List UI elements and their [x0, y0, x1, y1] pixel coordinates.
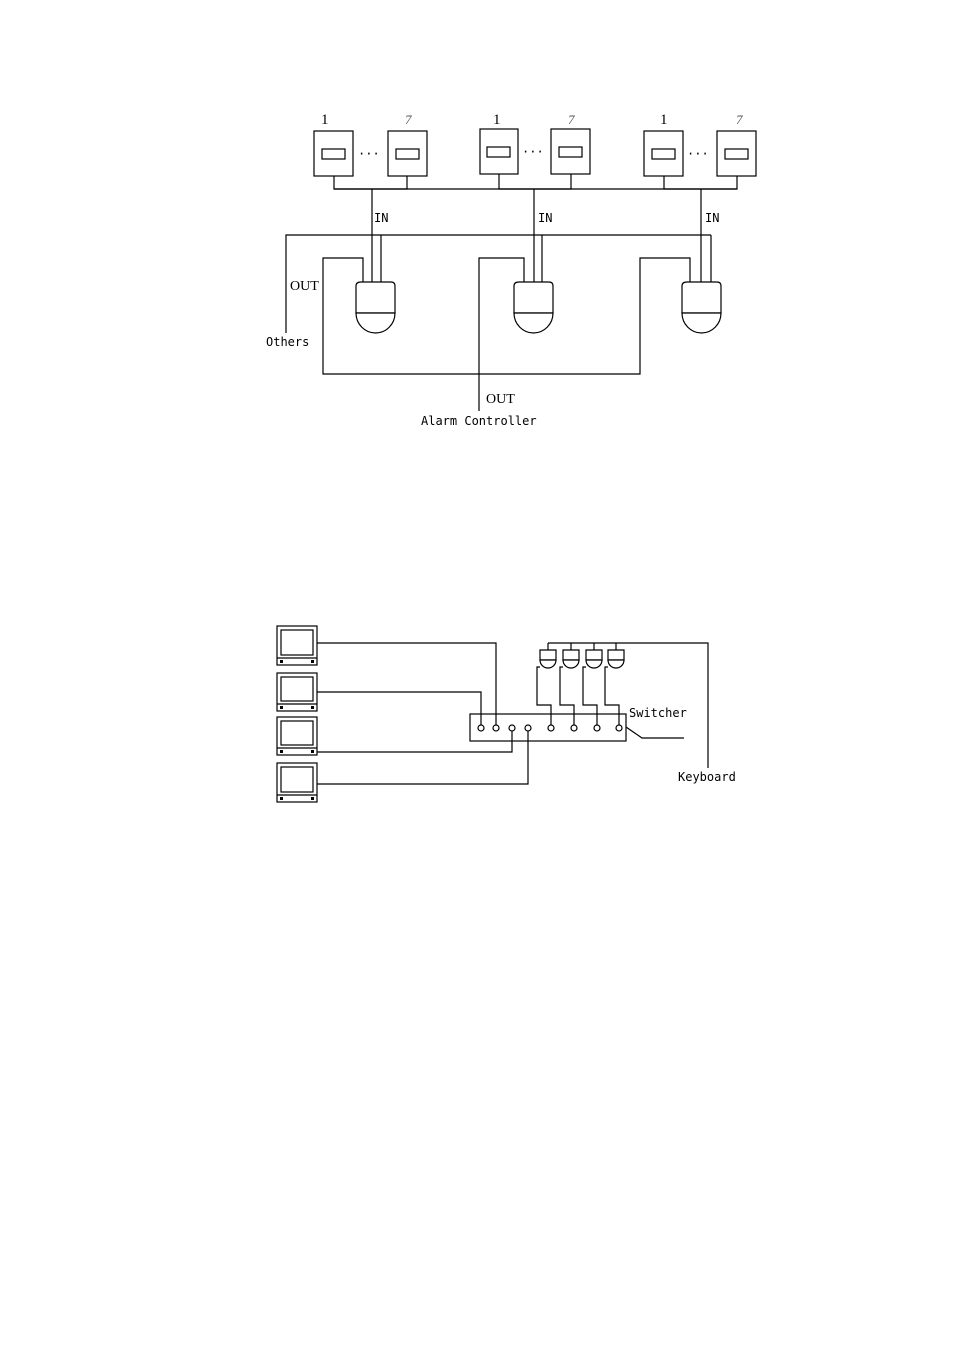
group-1-in-label: IN — [374, 211, 388, 225]
detector-window — [652, 149, 675, 159]
alarm-input-group-3: 1 7 ··· IN — [644, 112, 756, 225]
monitor-wires — [317, 643, 528, 784]
group-1-first-label: 1 — [321, 112, 329, 128]
detector-window — [725, 149, 748, 159]
group-2-last-label: 7 — [568, 112, 575, 127]
alarm-controller-label: Alarm Controller — [421, 414, 537, 428]
ellipsis: ··· — [358, 147, 380, 161]
group-3-first-label: 1 — [660, 112, 668, 128]
dome-camera-2 — [514, 282, 553, 333]
out-label-left: OUT — [290, 279, 319, 294]
small-camera-1 — [540, 643, 556, 668]
detector-window — [559, 147, 582, 157]
monitor-1 — [277, 626, 317, 665]
detector-window — [487, 147, 510, 157]
detector-bus-wires — [334, 174, 737, 282]
small-camera-2 — [563, 643, 579, 668]
alarm-input-group-1: 1 7 ··· IN — [314, 112, 427, 225]
out-label-bottom: OUT — [486, 392, 515, 407]
alarm-wiring-diagram: 1 7 ··· IN 1 7 ··· IN 1 7 ··· — [266, 112, 756, 428]
small-camera-4 — [608, 643, 624, 668]
ellipsis: ··· — [522, 145, 544, 159]
monitor-2 — [277, 673, 317, 711]
keyboard-label: Keyboard — [678, 770, 736, 784]
others-out-wire: OUT Others — [266, 235, 711, 349]
group-2-first-label: 1 — [493, 112, 501, 128]
monitor-4 — [277, 763, 317, 802]
group-1-last-label: 7 — [405, 112, 412, 127]
group-3-last-label: 7 — [736, 112, 743, 127]
group-2-in-label: IN — [538, 211, 552, 225]
switcher-wiring-diagram: Switcher Keyboard — [277, 626, 736, 802]
alarm-input-group-2: 1 7 ··· IN — [480, 112, 590, 225]
switcher-label: Switcher — [629, 706, 687, 720]
monitor-3 — [277, 717, 317, 755]
ellipsis: ··· — [687, 147, 709, 161]
switcher-output-wire — [626, 727, 684, 738]
small-camera-3 — [586, 643, 602, 668]
detector-window — [322, 149, 345, 159]
dome-camera-3 — [682, 282, 721, 333]
others-label: Others — [266, 335, 309, 349]
group-3-in-label: IN — [705, 211, 719, 225]
dome-camera-1 — [356, 282, 395, 333]
detector-window — [396, 149, 419, 159]
